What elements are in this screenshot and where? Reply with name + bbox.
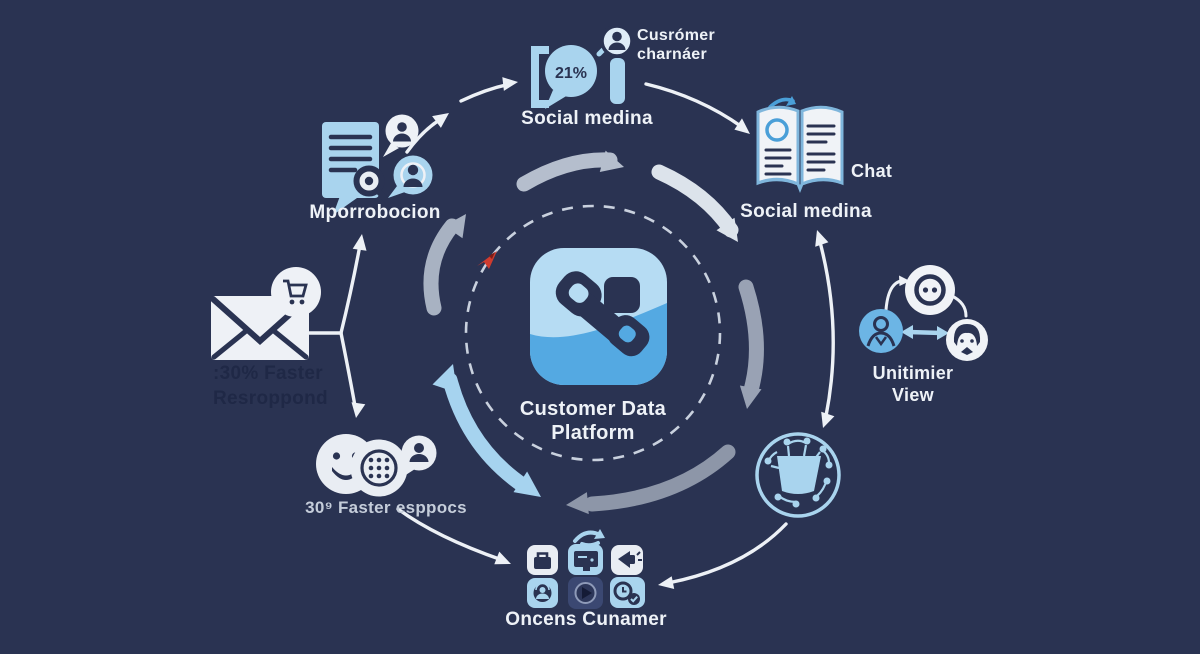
dashed-circle: [464, 204, 722, 462]
support-icons: [316, 434, 437, 497]
left-label-line1: :30% Faster: [213, 363, 323, 384]
left-label: :30% Faster Resroppond: [213, 361, 328, 411]
right-label-line1: Unitimier: [872, 363, 954, 383]
clock-check-tile-icon: [610, 577, 645, 608]
right-label: Unitimier View: [858, 362, 968, 406]
percent-badge: 21%: [555, 65, 587, 82]
chat-person-icon: [398, 435, 437, 480]
top-center-heading-line1: Cusrómer: [637, 27, 715, 44]
network-basket-icon: [755, 432, 841, 518]
chat-label: Chat: [851, 161, 893, 181]
email-icon: [210, 267, 321, 360]
cycle-arrows: [423, 150, 764, 515]
top-center-heading: Cusrómer charnáer: [637, 26, 715, 64]
bottom-center-label: Oncens Cunamer: [505, 609, 667, 630]
top-right-label: Social medina: [740, 201, 872, 222]
speech-bubble-icon: [545, 45, 597, 97]
bottom-left-label: 30⁹ Faster esppocs: [305, 498, 467, 517]
cdp-app-icon: [530, 248, 667, 385]
woman-circle-icon: [946, 319, 988, 361]
open-book-icon: [756, 96, 844, 194]
agent-tile-icon: [527, 578, 558, 608]
person-pin-icon: [600, 24, 634, 104]
person-bubble-blue-icon: [388, 155, 433, 198]
briefcase-tile-icon: [527, 545, 558, 575]
top-center-label: Social medina: [521, 108, 653, 129]
top-center-heading-line2: charnáer: [637, 46, 707, 63]
red-marker: [477, 251, 497, 269]
document-chat-icon: [322, 114, 433, 215]
cart-badge-icon: [271, 267, 321, 317]
connector-arrowheads: [351, 77, 835, 589]
center-title-line2: Platform: [551, 422, 635, 444]
top-left-label: Mporrobocion: [309, 202, 441, 223]
dialpad-icon: [350, 439, 408, 497]
play-tile-icon: [568, 577, 603, 609]
square-glyph: [604, 277, 640, 313]
social-brackets-icon: 21%: [531, 24, 634, 109]
center-title: Customer Data Platform: [508, 397, 678, 445]
left-label-line2: Resroppond: [213, 388, 328, 409]
magnifier-icon: [353, 165, 395, 209]
person-circle-icon: [859, 309, 903, 353]
tv-tile-icon: [568, 544, 603, 575]
phone-icon: [555, 271, 650, 357]
connector-arrows: [307, 82, 835, 585]
center-title-line1: Customer Data: [519, 398, 667, 420]
megaphone-tile-icon: [611, 545, 643, 575]
person-bubble-white-icon: [383, 114, 419, 157]
unified-view-icon: [859, 265, 988, 361]
right-label-line2: View: [892, 385, 934, 405]
channel-tiles-icon: [527, 529, 645, 609]
face-circle-icon: [905, 265, 955, 315]
